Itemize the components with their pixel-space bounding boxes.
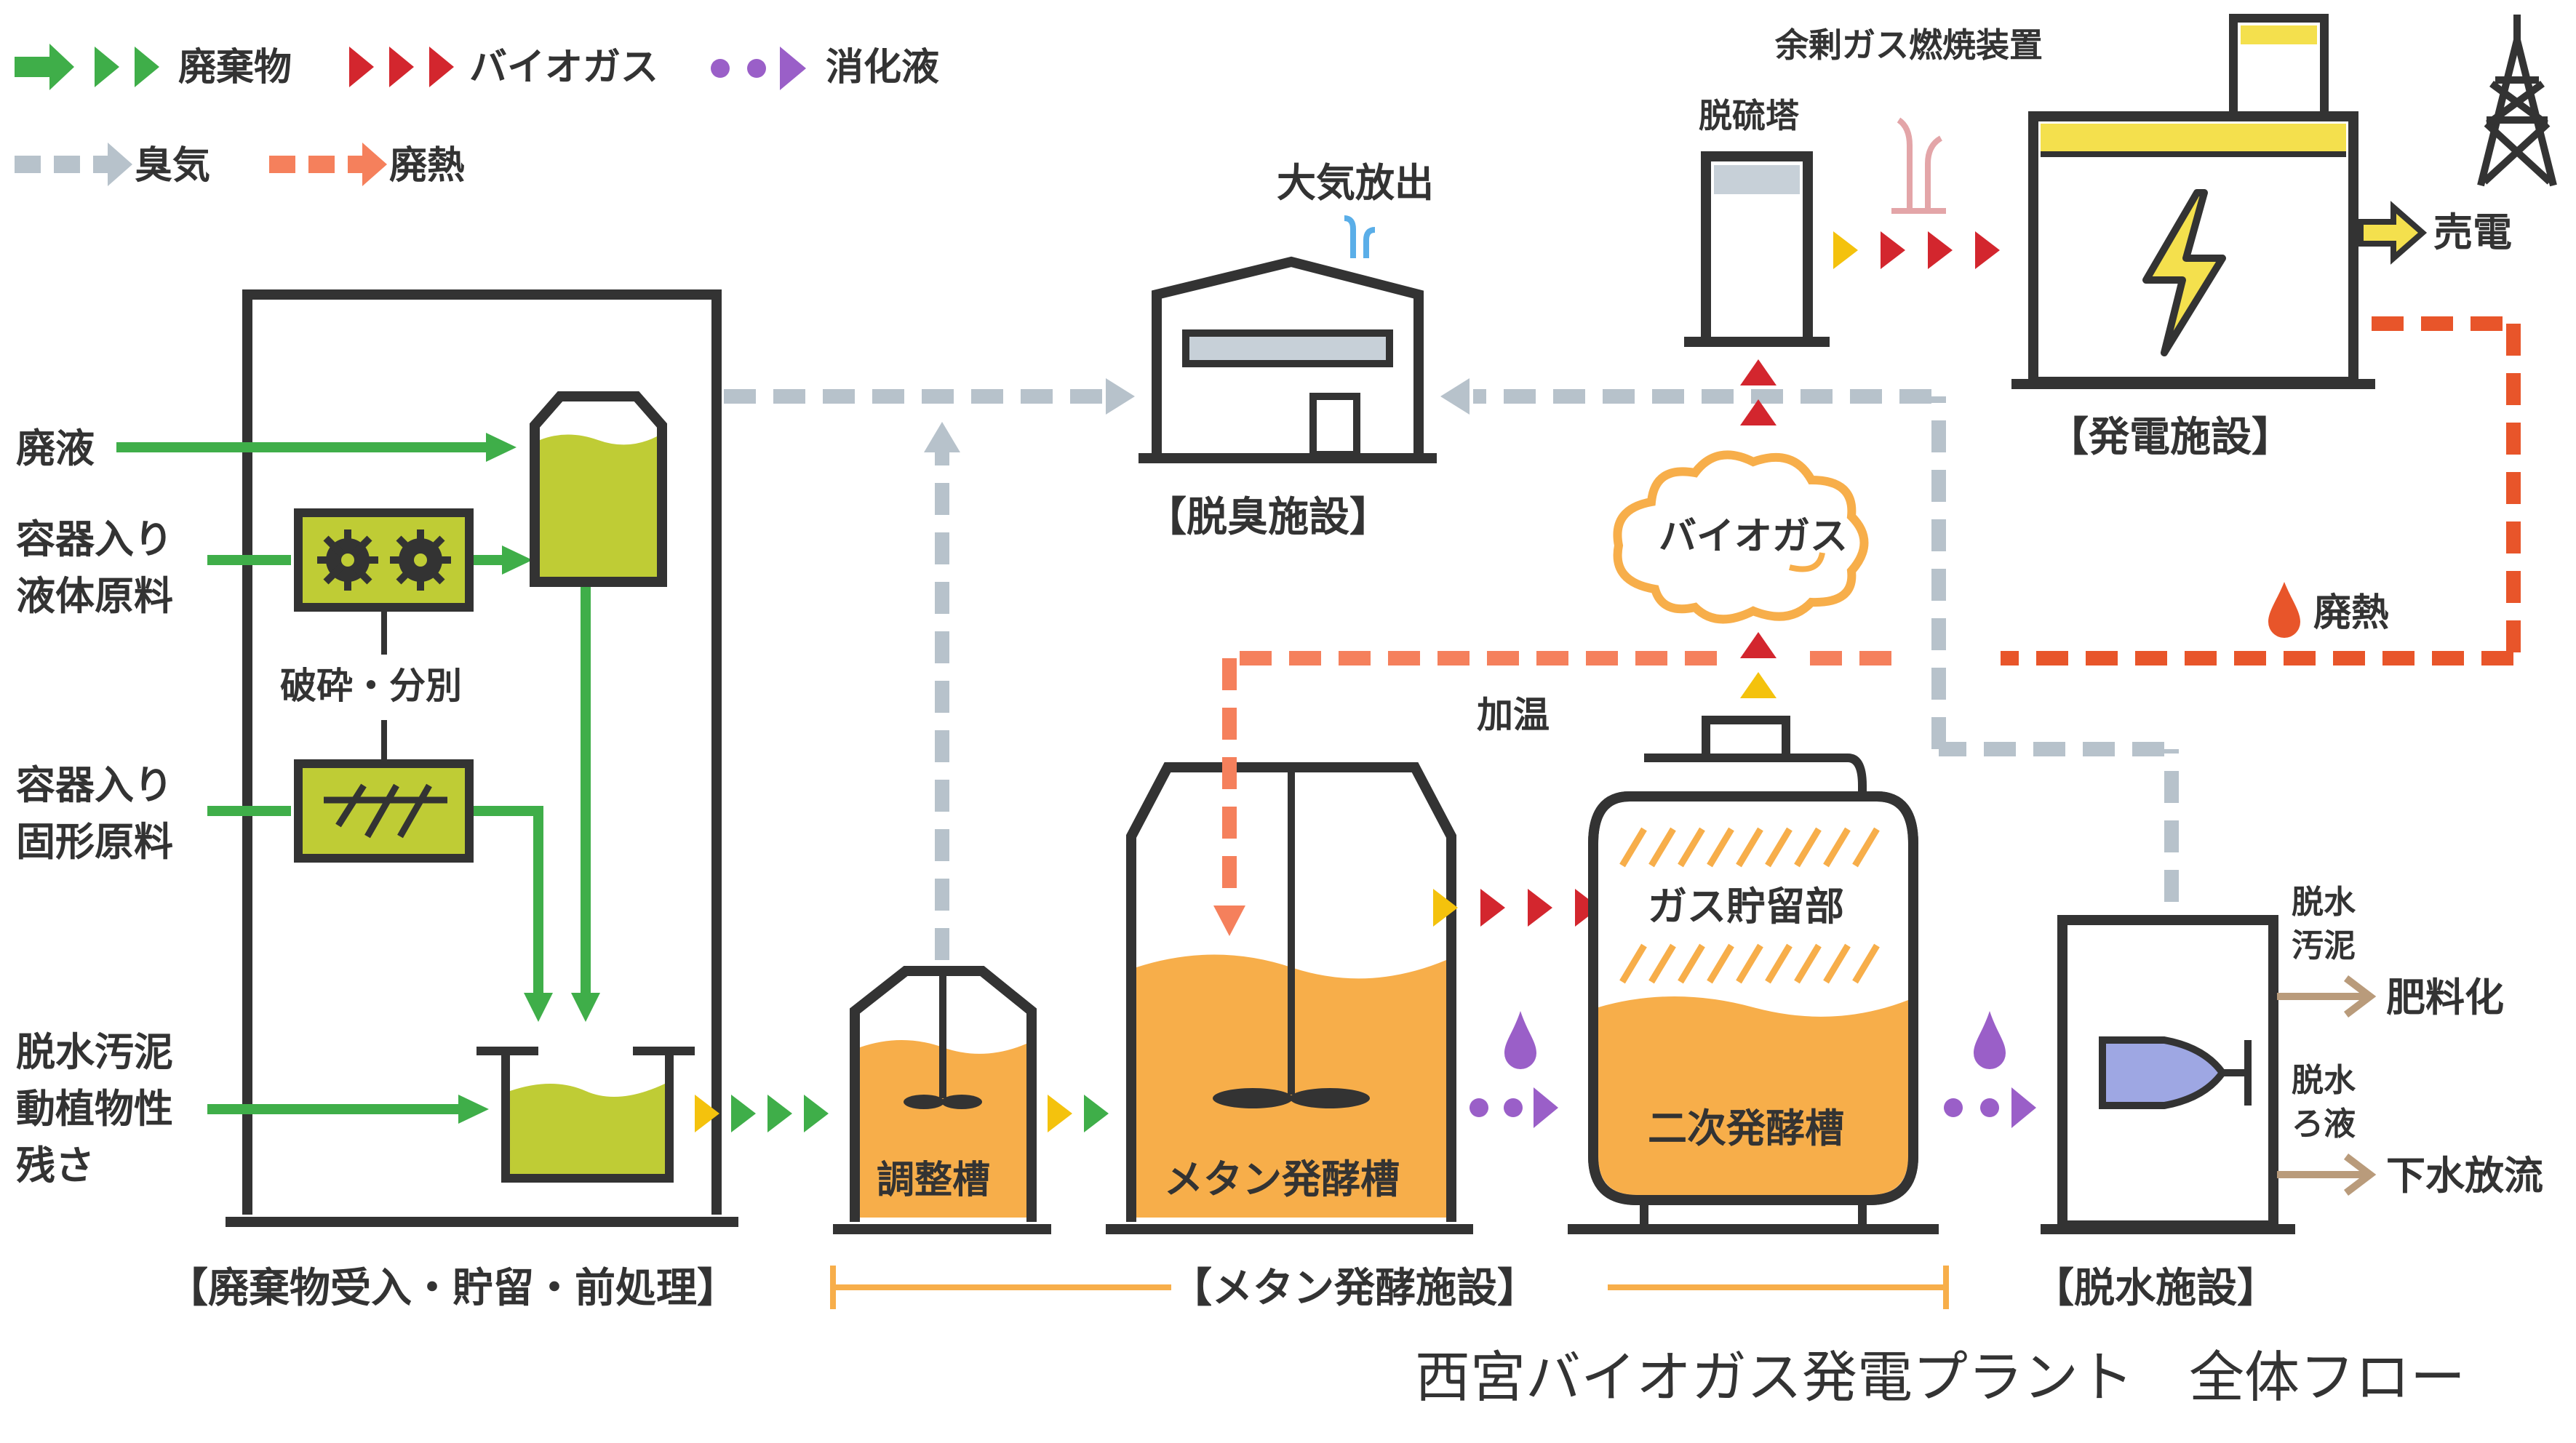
- legend-waste-arrow-icon: [15, 44, 159, 90]
- flow-to-methane-arrows: [1048, 1095, 1109, 1132]
- biogas-to-secondary-arrows: [1433, 889, 1600, 927]
- input-sludge-line2: 動植物性: [16, 1086, 173, 1132]
- fertilizer-label: 肥料化: [2386, 975, 2504, 1020]
- dewatered-sludge-label-line1: 脱水: [2292, 884, 2356, 921]
- input-container-solid-line2: 固形原料: [16, 819, 173, 865]
- digestate-to-secondary-arrows: [1470, 1011, 1558, 1128]
- adjustment-tank: [833, 966, 1051, 1234]
- legend-digestate-label: 消化液: [826, 46, 939, 89]
- power-sale-arrow: [2358, 201, 2428, 265]
- filtrate-label-line2: ろ液: [2292, 1106, 2356, 1143]
- gas-storage-hatching: [1619, 827, 1880, 984]
- waste-heat-drop-icon: [2268, 582, 2300, 638]
- input-sludge-line1: 脱水汚泥: [16, 1029, 173, 1075]
- legend-biogas-arrow-icon: [349, 47, 454, 87]
- crush-sort-label: 破砕・分別: [280, 665, 462, 707]
- secondary-tank-label: 二次発酵槽: [1648, 1106, 1844, 1151]
- legend-digestate-arrow-icon: [711, 47, 806, 90]
- waste-input-arrowheads: [458, 433, 600, 1124]
- crusher-gear-icon: [317, 529, 451, 591]
- methane-fermentation-tank: [1106, 762, 1473, 1234]
- surplus-gas-burner-label: 余剰ガス燃焼装置: [1774, 25, 2043, 65]
- separator-machine: [294, 759, 474, 863]
- filtrate-label-line1: 脱水: [2292, 1062, 2356, 1099]
- waste-heat-lines: [1222, 316, 2521, 909]
- deodorization-building: [1139, 215, 1437, 463]
- input-container-solid-line1: 容器入り: [16, 762, 173, 808]
- separator-blades-icon: [324, 783, 447, 839]
- power-sale-label: 売電: [2433, 209, 2512, 255]
- input-container-liquid-line1: 容器入り: [16, 516, 173, 562]
- dewatering-unit: [2041, 915, 2295, 1234]
- secondary-fermentation-tank: [1568, 716, 1939, 1234]
- methane-tank-label: メタン発酵槽: [1164, 1156, 1400, 1202]
- sewer-discharge-label: 下水放流: [2386, 1153, 2543, 1199]
- biogas-cloud: [1613, 450, 1869, 624]
- legend-waste-label: 廃棄物: [178, 46, 292, 89]
- atmosphere-release-label: 大気放出: [1277, 160, 1434, 206]
- power-facility-label: 【発電施設】: [2048, 414, 2292, 461]
- legend-heat-label: 廃熱: [389, 144, 465, 188]
- legend: 廃棄物 バイオガス 消化液 臭気 廃熱: [15, 44, 939, 188]
- atmosphere-release-icon: [1344, 215, 1376, 258]
- power-plant: [2011, 14, 2375, 389]
- odor-flow-arrowheads: [924, 378, 1470, 452]
- input-liquid-waste: 廃液: [16, 425, 95, 471]
- reception-facility-label: 【廃棄物受入・貯留・前処理】: [167, 1265, 738, 1312]
- deodorization-facility-label: 【脱臭施設】: [1146, 494, 1390, 541]
- dewatered-sludge-label-line2: 汚泥: [2292, 927, 2356, 964]
- digestate-drop-icon: [1504, 1011, 1536, 1069]
- heating-label: 加温: [1477, 694, 1550, 736]
- diagram-caption: 西宮バイオガス発電プラント 全体フロー: [1415, 1345, 2465, 1410]
- dewatering-press-icon: [2099, 1036, 2228, 1109]
- liquid-storage-tank: [530, 391, 667, 587]
- legend-odor-arrow-icon: [15, 143, 132, 186]
- methane-facility-span: [830, 1266, 1949, 1309]
- lightning-icon: [2142, 189, 2226, 356]
- digestate-to-dewatering-arrows: [1944, 1011, 2036, 1128]
- desulfurization-tower-label: 脱硫塔: [1699, 96, 1800, 135]
- waste-heat-arrowhead: [1213, 906, 1245, 936]
- surplus-gas-exhaust-icon: [1891, 117, 1946, 214]
- transmission-tower-icon: [2477, 15, 2557, 187]
- desulfurization-tower: [1684, 151, 1830, 347]
- crusher-machine: [294, 508, 474, 612]
- methane-facility-label: 【メタン発酵施設】: [1171, 1265, 1538, 1312]
- biogas-cloud-label: バイオガス: [1659, 515, 1848, 559]
- legend-biogas-label: バイオガス: [469, 46, 658, 89]
- reception-building: [226, 289, 738, 1227]
- dewatering-output-arrows: [2277, 975, 2377, 1196]
- legend-odor-label: 臭気: [135, 144, 210, 188]
- dewatering-facility-label: 【脱水施設】: [2033, 1265, 2278, 1312]
- receiving-pit: [476, 1047, 695, 1183]
- odor-flow-lines: [724, 389, 2179, 960]
- legend-heat-arrow-icon: [269, 143, 387, 186]
- waste-input-arrows: [116, 442, 591, 1114]
- waste-flow-to-adjustment-arrows: [695, 1095, 829, 1132]
- biogas-up-arrows: [1740, 359, 1777, 698]
- biogas-to-power-arrows: [1833, 231, 2000, 269]
- digestate-drop-icon-2: [1974, 1011, 2006, 1069]
- input-container-liquid-line2: 液体原料: [16, 573, 173, 619]
- input-sludge-line3: 残さ: [16, 1143, 95, 1188]
- adjustment-tank-label: 調整槽: [877, 1159, 990, 1202]
- gas-storage-label: ガス貯留部: [1648, 884, 1844, 930]
- waste-heat-label: 廃熱: [2313, 591, 2389, 635]
